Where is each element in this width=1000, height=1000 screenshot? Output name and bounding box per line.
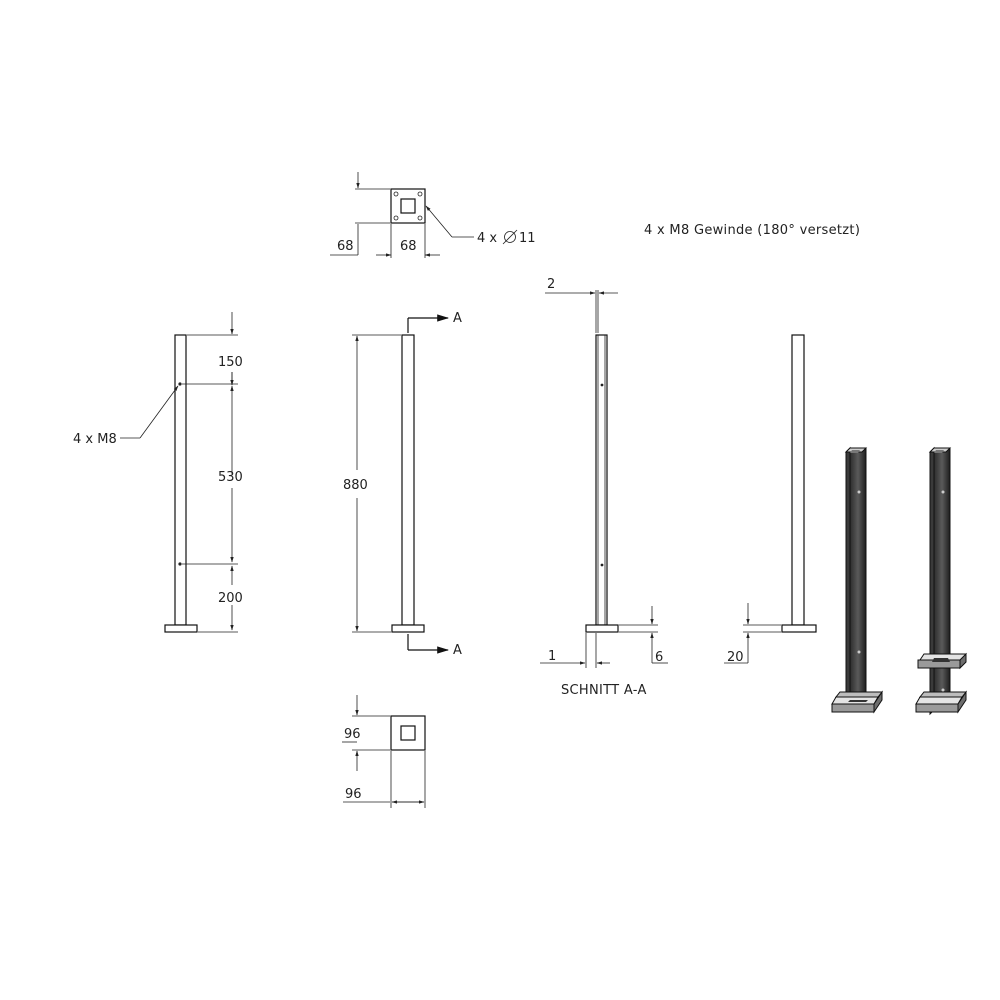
front-tube-outline xyxy=(401,334,415,626)
section-marker-bottom: A xyxy=(453,643,462,658)
section-base-plate xyxy=(585,624,619,633)
section-plate-dimension: 6 xyxy=(655,650,663,665)
thread-hole-mark xyxy=(600,383,604,387)
post-render-1 xyxy=(831,446,884,714)
post-render-2 xyxy=(915,446,968,716)
bottom-tube-outline xyxy=(400,725,416,741)
bottom-view: 96 96 xyxy=(342,695,426,808)
front-base-plate xyxy=(391,624,425,633)
front-view: 880 A A xyxy=(343,311,462,658)
side-base-plate xyxy=(164,624,198,633)
side-top-dimension: 150 xyxy=(218,355,243,370)
thread-hole-mark xyxy=(178,562,182,566)
bottom-width-dimension: 96 xyxy=(345,787,362,802)
top-view-width-dimension: 68 xyxy=(400,239,417,254)
holes-diameter: 11 xyxy=(519,231,536,246)
thread-note: 4 x M8 Gewinde (180° versetzt) xyxy=(644,223,860,238)
section-caption: SCHNITT A-A xyxy=(561,683,647,698)
section-offset-dimension: 1 xyxy=(548,649,556,664)
right-view: 20 xyxy=(724,334,817,665)
section-wall-dimension: 2 xyxy=(547,277,555,292)
side-bottom-dimension: 200 xyxy=(218,591,243,606)
right-plate-dimension: 20 xyxy=(727,650,744,665)
side-view: 150 530 200 4 x M8 xyxy=(73,312,243,633)
diameter-icon xyxy=(502,229,518,245)
section-view: 2 1 6 SCHNITT A-A xyxy=(540,277,668,698)
right-base-plate xyxy=(781,624,817,633)
top-view: 68 68 4 x 11 xyxy=(330,172,536,258)
section-marker-top: A xyxy=(453,311,462,326)
front-total-dimension: 880 xyxy=(343,478,368,493)
right-tube-outline xyxy=(791,334,805,626)
holes-note: 4 x xyxy=(477,231,497,246)
hole-mark xyxy=(393,215,399,221)
side-middle-dimension: 530 xyxy=(218,470,243,485)
hole-mark xyxy=(417,191,423,197)
thread-label: 4 x M8 xyxy=(73,432,117,447)
hole-mark xyxy=(417,215,423,221)
side-tube-outline xyxy=(174,334,187,626)
hole-mark xyxy=(393,191,399,197)
thread-hole-mark xyxy=(600,563,604,567)
bottom-height-dimension: 96 xyxy=(344,727,361,742)
top-tube-outline xyxy=(400,198,416,214)
top-view-height-dimension: 68 xyxy=(337,239,354,254)
thread-hole-mark xyxy=(178,382,182,386)
